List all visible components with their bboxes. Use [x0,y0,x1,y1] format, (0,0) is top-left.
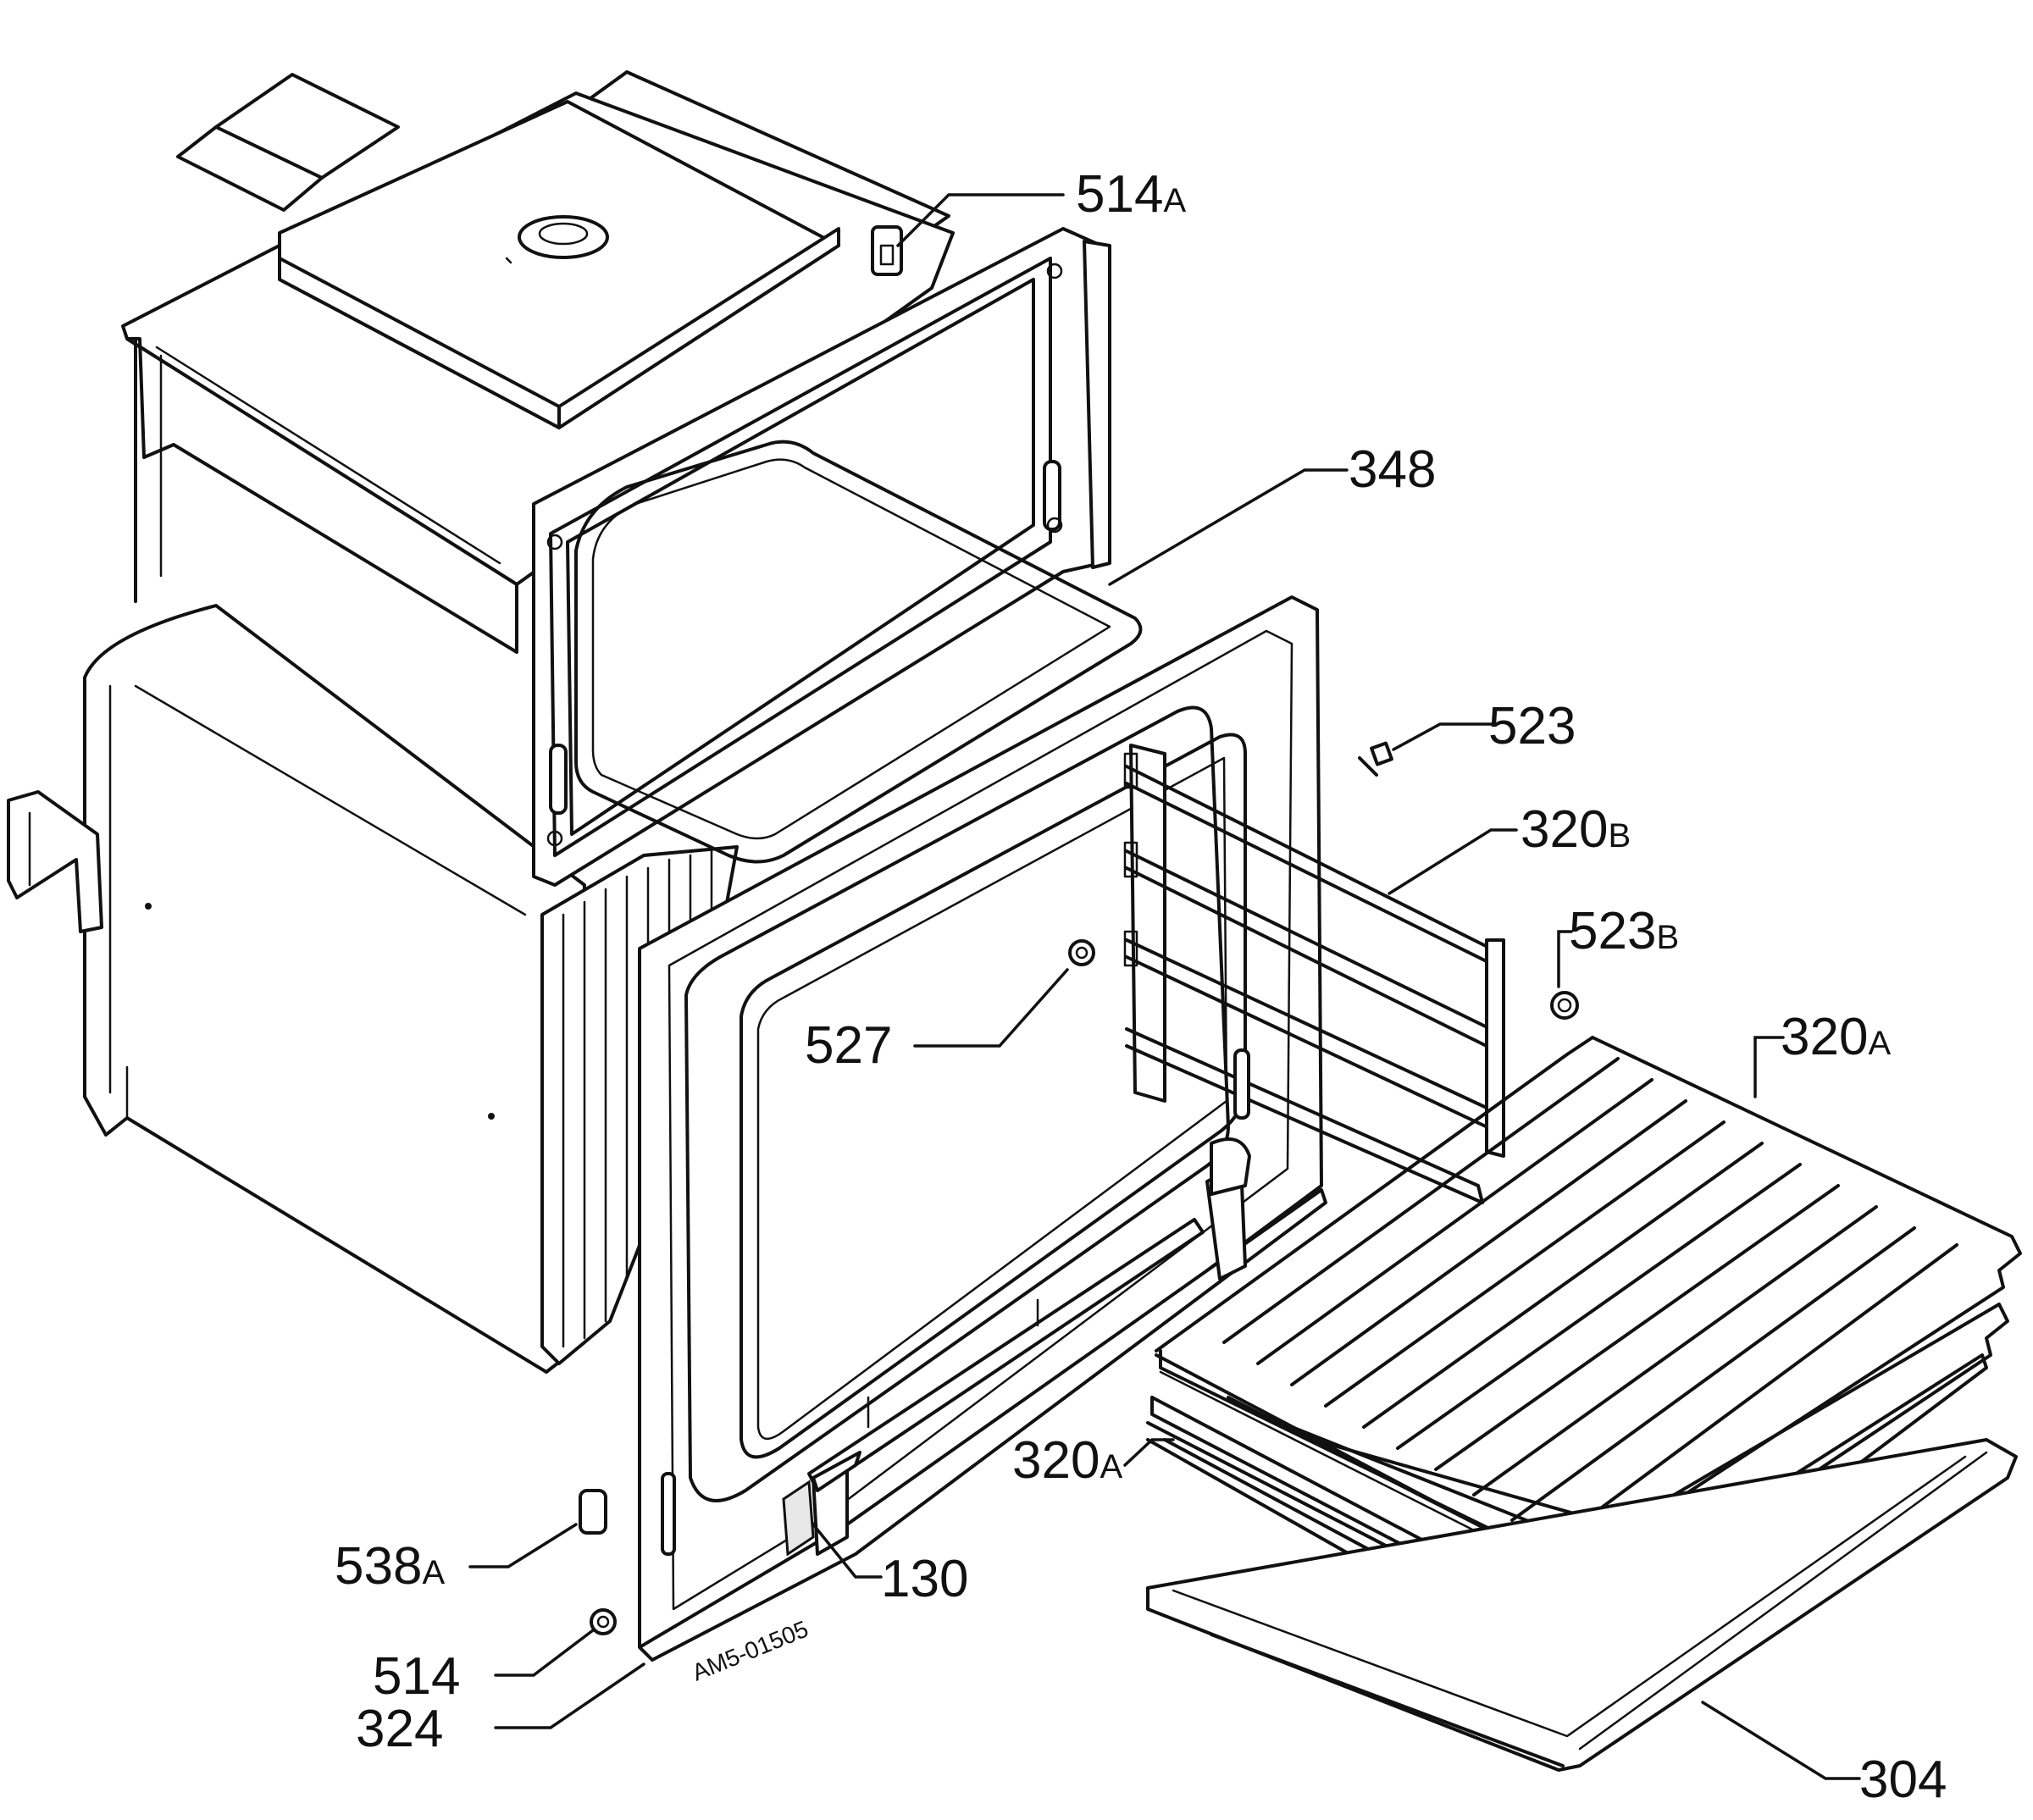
label-527: 527 [805,1016,892,1075]
label-320B: 320B [1521,800,1631,859]
nut-514 [590,1608,617,1635]
leader-514A [896,193,1065,247]
baking-tray-304 [1146,1438,2018,1772]
knob-527 [1068,939,1095,966]
leader-320A-mid [1123,1438,1175,1467]
label-523: 523 [1488,697,1576,755]
oven-cavity-outer-casing [7,604,586,1374]
part-labels: 514A 348 523 320B 523B 527 320A 320A 538… [335,165,1947,1809]
leader-lines [468,193,1861,1780]
label-523B: 523B [1569,902,1679,960]
bottom-support-130 [782,1451,861,1557]
leader-320A-top [1753,1036,1785,1098]
label-320A-top: 320A [1781,1008,1891,1066]
wire-shelf-320A-upper [1155,1036,2022,1577]
leader-320B [1388,828,1518,895]
label-514: 514 [373,1647,460,1706]
leader-523 [1392,722,1497,751]
label-130: 130 [881,1550,968,1608]
leader-130 [812,1523,883,1579]
label-320A-mid: 320A [1012,1431,1122,1490]
leader-514 [494,1629,595,1677]
label-514A: 514A [1076,165,1186,224]
screw-523 [1358,741,1393,777]
leader-304 [1701,1701,1861,1780]
leader-538A [468,1523,578,1568]
clip-538A [579,1489,607,1535]
label-304: 304 [1859,1751,1947,1809]
leader-348 [1108,468,1349,586]
top-fan-cover [121,91,955,654]
leader-324 [494,1662,645,1729]
label-348: 348 [1349,440,1436,499]
cap-523B [1550,991,1579,1020]
leader-527 [913,968,1069,1048]
label-538A: 538A [335,1537,445,1596]
label-324: 324 [356,1700,443,1758]
leader-523B [1557,930,1573,988]
rear-frame-seal-348 [532,227,1143,887]
